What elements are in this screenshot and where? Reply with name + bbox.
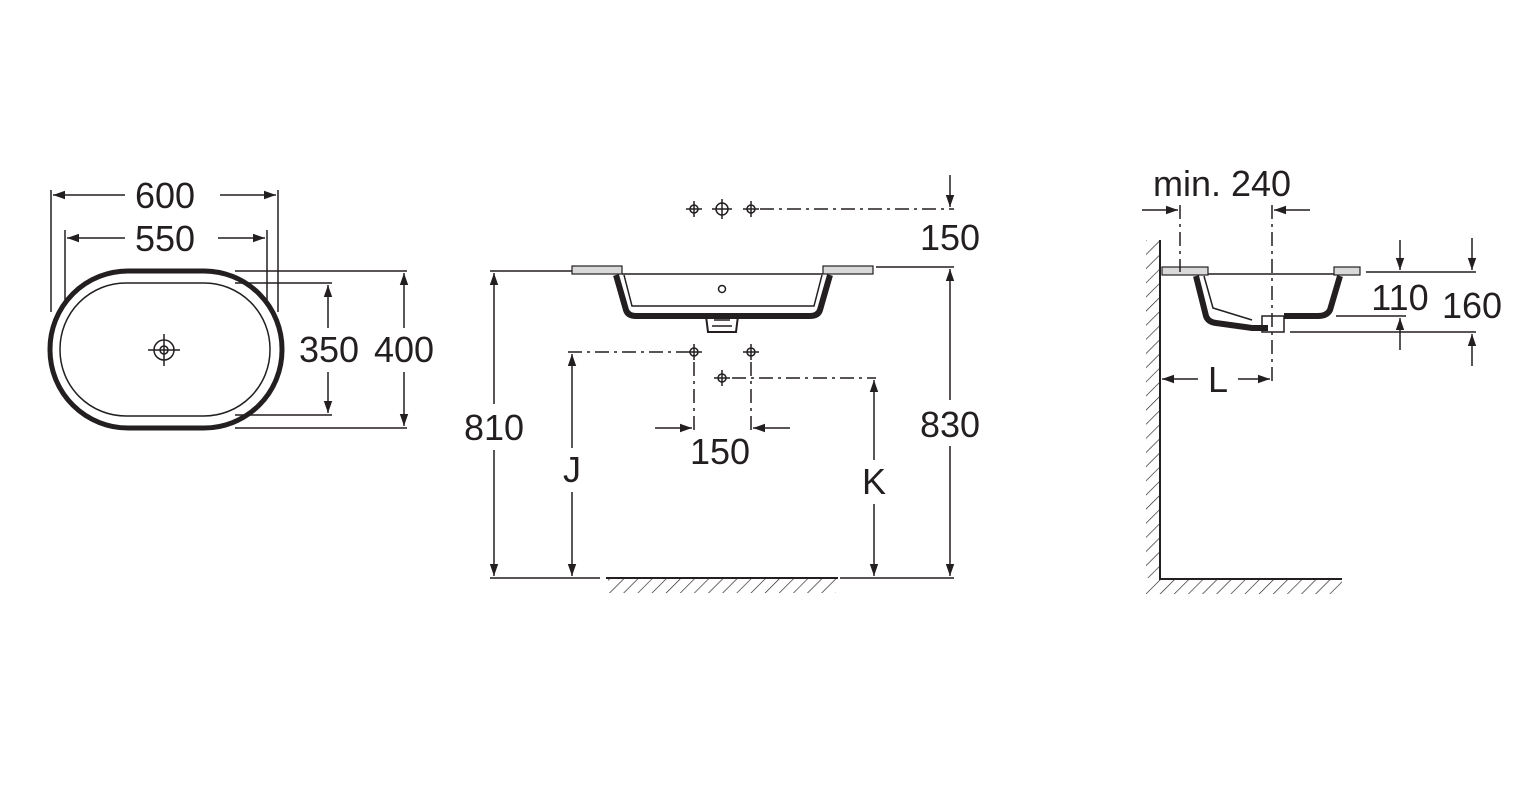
dim-overall-depth-side: 160 — [1442, 285, 1502, 326]
dim-tap-spacing: 150 — [690, 431, 750, 472]
side-basin-section — [1193, 275, 1268, 331]
counter-plate-right — [822, 265, 874, 275]
dim-inner-width: 550 — [135, 218, 195, 259]
tap-hole-markers-top — [686, 199, 759, 219]
dim-overall-height: 830 — [920, 404, 980, 445]
floor-hatch — [608, 579, 836, 593]
side-view: min. 240 110 160 L — [1142, 163, 1502, 594]
drain-icon — [148, 334, 180, 366]
side-floor-hatch — [1146, 580, 1342, 594]
side-plate-left — [1161, 266, 1209, 276]
counter-plate-left — [571, 265, 623, 275]
basin-section — [613, 274, 833, 319]
front-view: 150 810 830 150 J K — [464, 175, 980, 593]
dim-overall-width: 600 — [135, 175, 195, 216]
dim-waste-height-k: K — [862, 461, 886, 502]
supply-markers — [686, 344, 759, 386]
wall-hatch — [1146, 240, 1159, 578]
basin-outer-outline — [47, 268, 285, 431]
dim-rim-height: 810 — [464, 407, 524, 448]
top-view: 600 550 350 400 — [47, 175, 434, 431]
basin-inner-outline — [59, 282, 271, 417]
dim-inner-depth: 350 — [299, 329, 359, 370]
dim-waste-offset-l: L — [1208, 359, 1228, 400]
dim-tap-height-top: 150 — [920, 217, 980, 258]
side-plate-right — [1333, 266, 1361, 276]
dim-overall-depth: 400 — [374, 329, 434, 370]
dim-bowl-depth: 110 — [1371, 277, 1428, 318]
waste-outlet — [705, 315, 739, 333]
dim-supply-height-j: J — [563, 449, 581, 490]
dim-min-projection: min. 240 — [1153, 163, 1291, 204]
